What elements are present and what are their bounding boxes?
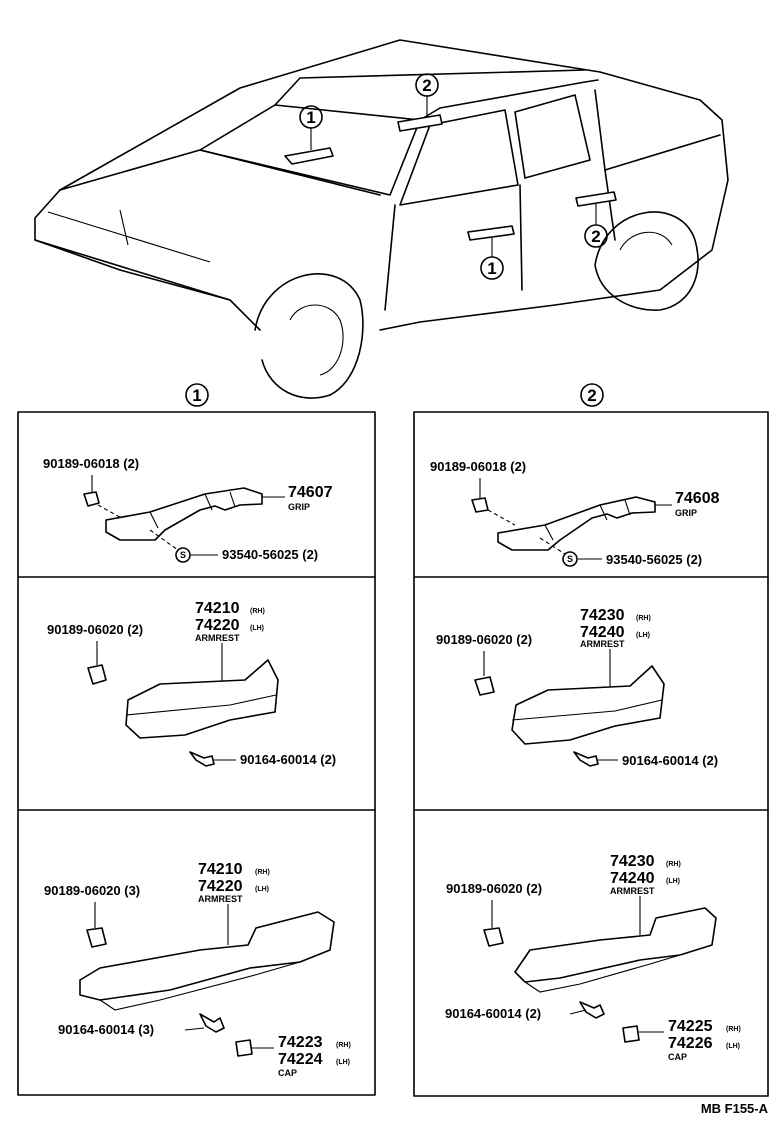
grip-handle-icon: [497, 496, 656, 551]
p2-ar-rh-number: 74230: [610, 853, 655, 870]
clip-icon: [86, 927, 107, 948]
p1-grip-screw-number: 93540-56025 (2): [222, 547, 318, 562]
p1-cap-lh-tag: (LH): [336, 1059, 350, 1066]
screw-icon: [579, 1001, 605, 1019]
screw-icon: [573, 751, 599, 767]
p2-ar-name: ARMREST: [610, 886, 655, 896]
cap-icon: [235, 1039, 253, 1057]
callout-2-roof: 2: [422, 76, 431, 95]
p2-grip-screw-mark: S: [567, 554, 573, 564]
p1-ar-rh-number: 74210: [198, 861, 243, 878]
armrest-icon: [79, 911, 335, 1001]
grip-handle-icon: [105, 487, 263, 541]
p2-cap-lh-tag: (LH): [726, 1043, 740, 1050]
p1-grip-part-number: 74607: [288, 484, 333, 501]
p2-grip-part-number: 74608: [675, 490, 720, 507]
p1-cap-name: CAP: [278, 1068, 297, 1078]
screw-icon: [199, 1013, 225, 1033]
p2-cap-rh-tag: (RH): [726, 1026, 741, 1033]
p1-grip-clip-number: 90189-06018 (2): [43, 456, 139, 471]
p2-grip-clip-number: 90189-06018 (2): [430, 459, 526, 474]
clip-icon: [474, 676, 495, 696]
p2-af-rh-number: 74230: [580, 607, 625, 624]
clip-icon: [83, 491, 100, 507]
armrest-icon: [125, 659, 279, 739]
p2-af-lh-number: 74240: [580, 624, 625, 641]
p2-af-rh-tag: (RH): [636, 615, 651, 622]
panel-1-header: 1: [192, 386, 201, 405]
car-illustration: 1 2 1 2: [34, 39, 729, 399]
p2-cap-lh-number: 74226: [668, 1035, 713, 1052]
p1-af-clip-number: 90189-06020 (2): [47, 622, 143, 637]
p2-grip-screw-number: 93540-56025 (2): [606, 552, 702, 567]
p1-ar-name: ARMREST: [198, 894, 243, 904]
screw-icon: [189, 751, 215, 767]
diagram-code: MB F155-A: [701, 1101, 769, 1116]
p1-ar-rh-tag: (RH): [255, 869, 270, 876]
p1-cap-rh-number: 74223: [278, 1034, 323, 1051]
panel-1: 90189-06018 (2) 74607 GRIP S 93540-56025…: [17, 411, 376, 1096]
p1-af-rh-tag: (RH): [250, 608, 265, 615]
callout-1-door: 1: [487, 259, 496, 278]
p1-ar-lh-number: 74220: [198, 878, 243, 895]
p2-ar-lh-number: 74240: [610, 870, 655, 887]
p2-ar-clip-number: 90189-06020 (2): [446, 881, 542, 896]
p1-grip-screw-mark: S: [180, 550, 186, 560]
p2-ar-screw-number: 90164-60014 (2): [445, 1006, 541, 1021]
p1-af-name: ARMREST: [195, 633, 240, 643]
p2-af-lh-tag: (LH): [636, 632, 650, 639]
p1-af-lh-tag: (LH): [250, 625, 264, 632]
p2-af-clip-number: 90189-06020 (2): [436, 632, 532, 647]
panel-2-header: 2: [587, 386, 596, 405]
cap-icon: [622, 1025, 640, 1043]
p2-grip-name: GRIP: [675, 508, 697, 518]
p2-ar-lh-tag: (LH): [666, 878, 680, 885]
clip-icon: [87, 664, 107, 685]
p1-cap-lh-number: 74224: [278, 1051, 323, 1068]
p1-grip-name: GRIP: [288, 502, 310, 512]
screw-s-icon: [175, 547, 191, 563]
clip-icon: [483, 927, 504, 947]
armrest-icon: [514, 907, 717, 983]
panel-2: 90189-06018 (2) 74608 GRIP S 93540-56025…: [413, 411, 769, 1097]
callout-2-rear-door: 2: [591, 227, 600, 246]
clip-icon: [471, 497, 489, 513]
p1-ar-clip-number: 90189-06020 (3): [44, 883, 140, 898]
p2-cap-rh-number: 74225: [668, 1018, 713, 1035]
p2-ar-rh-tag: (RH): [666, 861, 681, 868]
screw-s-icon: [562, 551, 578, 567]
p1-af-lh-number: 74220: [195, 617, 240, 634]
p2-cap-name: CAP: [668, 1052, 687, 1062]
p2-af-name: ARMREST: [580, 639, 625, 649]
p1-af-screw-number: 90164-60014 (2): [240, 752, 336, 767]
p1-ar-lh-tag: (LH): [255, 886, 269, 893]
callout-1-windshield: 1: [306, 108, 315, 127]
p1-ar-screw-number: 90164-60014 (3): [58, 1022, 154, 1037]
p1-af-rh-number: 74210: [195, 600, 240, 617]
armrest-icon: [511, 665, 665, 745]
p2-af-screw-number: 90164-60014 (2): [622, 753, 718, 768]
p1-cap-rh-tag: (RH): [336, 1042, 351, 1049]
